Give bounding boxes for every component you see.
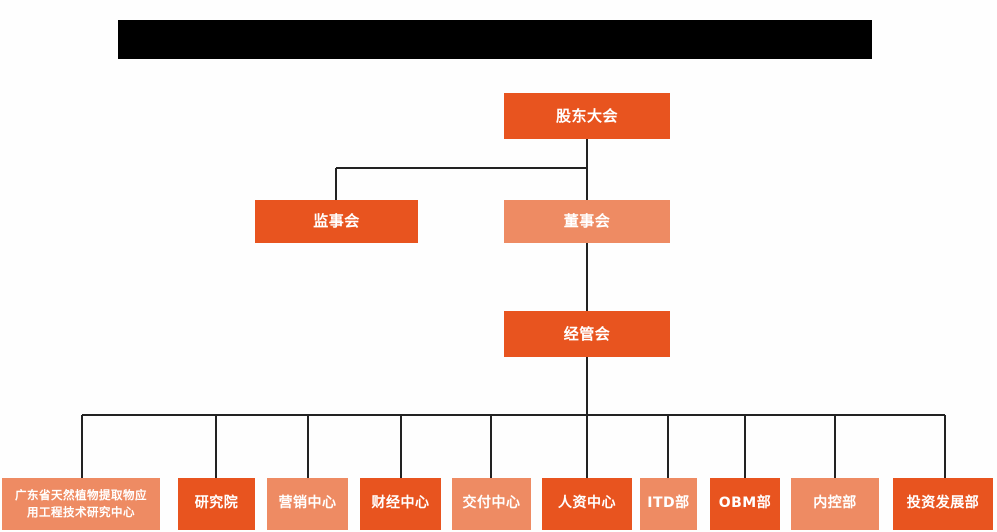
redacted-title-banner: [118, 20, 872, 59]
org-node-finance[interactable]: 财经中心: [360, 478, 441, 530]
org-node-label: 人资中心: [558, 495, 616, 512]
org-node-hr[interactable]: 人资中心: [542, 478, 632, 530]
org-node-label: ITD部: [647, 495, 690, 512]
org-node-itd[interactable]: ITD部: [640, 478, 697, 530]
org-node-label: 交付中心: [462, 495, 521, 512]
org-node-research[interactable]: 研究院: [178, 478, 255, 530]
org-node-label: 经管会: [563, 324, 611, 343]
org-node-delivery[interactable]: 交付中心: [452, 478, 531, 530]
org-node-shareholders[interactable]: 股东大会: [504, 93, 670, 139]
org-node-label: 研究院: [194, 495, 239, 512]
org-node-label: 营销中心: [278, 495, 337, 512]
org-node-label: 监事会: [313, 212, 360, 231]
org-node-label: 股东大会: [555, 106, 618, 125]
org-node-label: 财经中心: [371, 495, 430, 512]
org-node-investment[interactable]: 投资发展部: [893, 478, 993, 530]
org-node-label: 内控部: [813, 495, 857, 512]
org-node-label: OBM部: [718, 495, 772, 512]
org-node-label: 广东省天然植物提取物应 用工程技术研究中心: [15, 488, 147, 519]
org-node-gd-center[interactable]: 广东省天然植物提取物应 用工程技术研究中心: [2, 478, 160, 530]
org-node-label: 投资发展部: [906, 495, 980, 512]
org-node-board[interactable]: 董事会: [504, 200, 670, 243]
org-node-internal-control[interactable]: 内控部: [791, 478, 879, 530]
org-node-management[interactable]: 经管会: [504, 311, 670, 357]
org-node-obm[interactable]: OBM部: [710, 478, 780, 530]
org-node-marketing[interactable]: 营销中心: [267, 478, 348, 530]
org-node-label: 董事会: [563, 212, 611, 231]
org-node-supervisory[interactable]: 监事会: [255, 200, 418, 243]
